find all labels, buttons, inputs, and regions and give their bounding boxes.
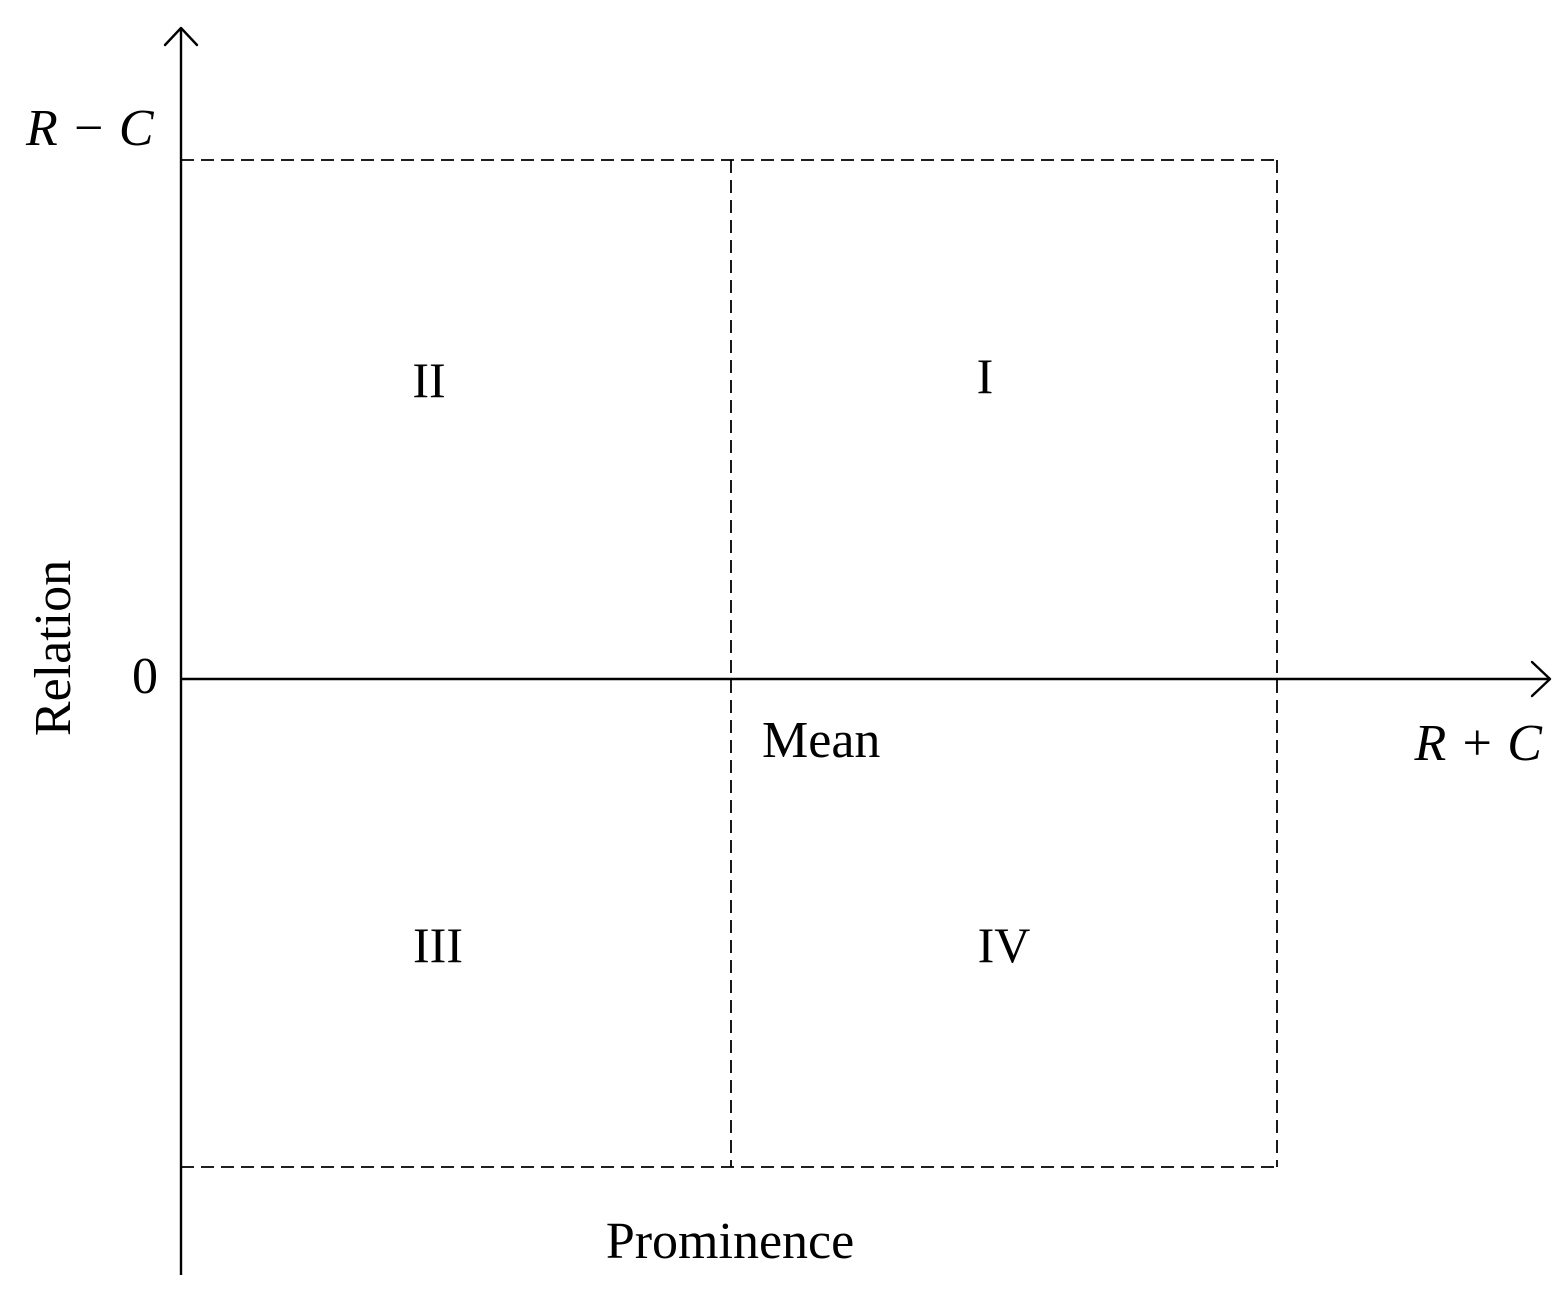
y-axis-name: Relation [25, 560, 82, 736]
x-axis-name: Prominence [606, 1213, 854, 1270]
origin-label: 0 [132, 648, 158, 705]
x-axis-arrowhead [1530, 660, 1552, 698]
y-axis-symbol: R − C [25, 100, 155, 157]
quadrant-iv-label: IV [978, 917, 1031, 973]
mean-label: Mean [762, 712, 880, 769]
quadrant-iii-label: III [413, 917, 463, 973]
x-axis-symbol: R + C [1413, 715, 1543, 772]
quadrant-i-label: I [977, 348, 994, 404]
y-axis-arrowhead [163, 26, 199, 47]
quadrant-ii-label: II [412, 352, 445, 408]
